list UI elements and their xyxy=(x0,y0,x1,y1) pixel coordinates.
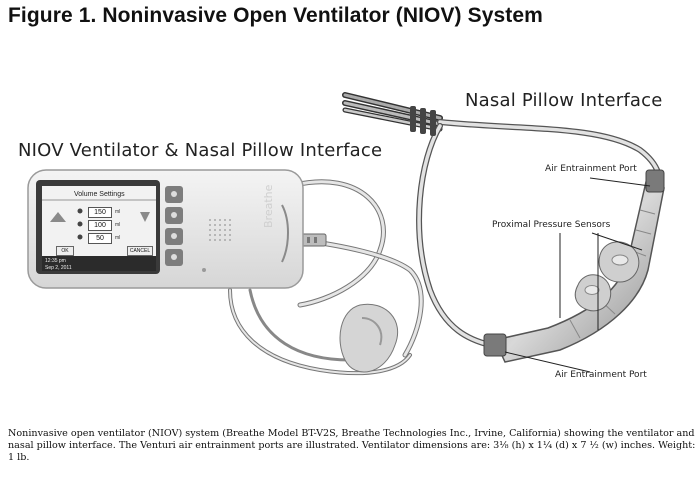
device-unit-3: ml xyxy=(115,235,121,241)
ventilator-device xyxy=(27,169,304,289)
device-cancel-button: CANCEL xyxy=(127,246,153,256)
device-unit-2: ml xyxy=(115,222,121,228)
nasal-pillows xyxy=(574,241,640,312)
device-time: 12:35 pm xyxy=(45,258,66,264)
label-air-entrainment-port-bottom: Air Entrainment Port xyxy=(555,370,647,380)
device-field-1: 150 xyxy=(88,207,112,218)
niov-illustration xyxy=(27,92,665,376)
label-proximal-pressure-sensors: Proximal Pressure Sensors xyxy=(492,220,611,230)
label-air-entrainment-port-top: Air Entrainment Port xyxy=(545,164,637,174)
device-brand: Breathe xyxy=(262,184,275,228)
leader-lines xyxy=(504,177,651,373)
device-field-3: 50 xyxy=(88,233,112,244)
device-date: Sep 2, 2011 xyxy=(45,265,72,271)
figure-title: Figure 1. Noninvasive Open Ventilator (N… xyxy=(8,4,543,27)
label-nasal-pillow-interface: Nasal Pillow Interface xyxy=(465,90,663,111)
ventilator-tubing xyxy=(228,179,424,376)
device-ok-button: OK xyxy=(56,246,74,256)
tube-clips xyxy=(410,106,436,136)
nasal-pillow-small xyxy=(339,303,398,373)
label-ventilator-assembly: NIOV Ventilator & Nasal Pillow Interface xyxy=(18,140,383,161)
device-field-2: 100 xyxy=(88,220,112,231)
device-unit-1: ml xyxy=(115,209,121,215)
device-screen-title: Volume Settings xyxy=(74,191,125,198)
figure-caption: Noninvasive open ventilator (NIOV) syste… xyxy=(8,428,696,463)
